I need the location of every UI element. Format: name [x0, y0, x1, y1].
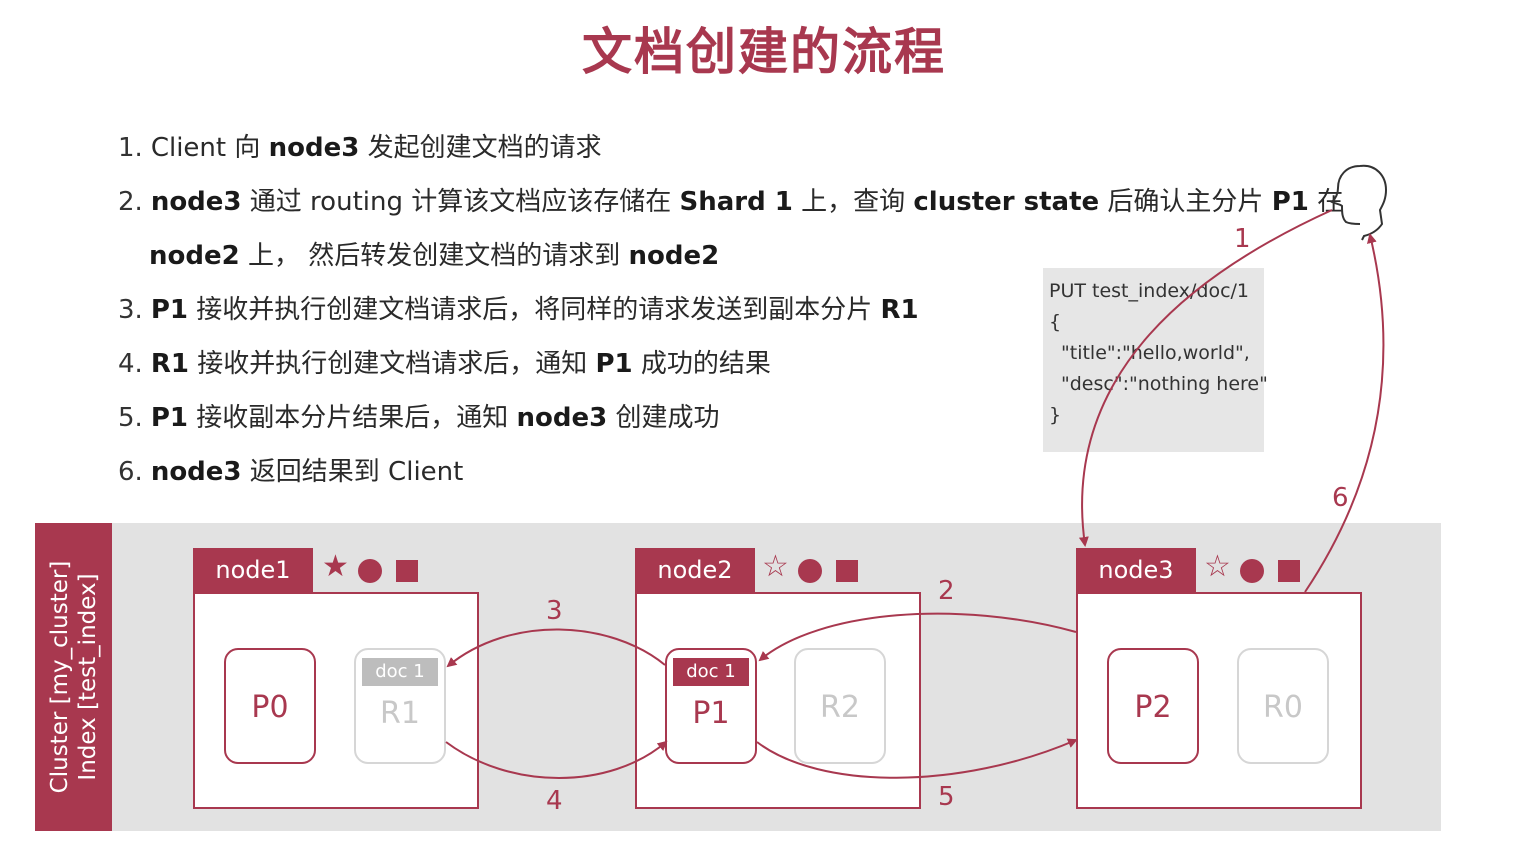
step-text: 发起创建文档的请求 — [359, 133, 602, 163]
node-tab-node3: node3 — [1076, 548, 1196, 592]
shard-R2: R2 — [794, 648, 886, 764]
square-icon — [1278, 560, 1300, 582]
shard-code: P1 — [692, 696, 730, 731]
shard-R1: doc 1 R1 — [354, 648, 446, 764]
flow-label-1: 1 — [1234, 224, 1251, 254]
step-keyword: node3 — [268, 133, 360, 163]
star-outline-icon: ☆ — [762, 549, 789, 584]
step-keyword: node3 — [150, 187, 242, 217]
step-number: 2. — [118, 187, 143, 217]
shard-code: R2 — [820, 690, 860, 725]
step-2: 2.node3 通过 routing 计算该文档应该存储在 Shard 1 上，… — [118, 182, 1343, 222]
step-number: 6. — [118, 457, 143, 487]
step-keyword: Shard 1 — [679, 187, 793, 217]
cluster-label: Cluster [my_cluster] Index [test_index] — [46, 537, 102, 817]
step-number: 4. — [118, 349, 143, 379]
shard-code: P0 — [251, 690, 289, 725]
step-text: Client 向 — [150, 133, 269, 163]
step-text: 创建成功 — [607, 403, 720, 433]
step-text: 接收并执行创建文档请求后，将同样的请求发送到副本分片 — [187, 295, 881, 325]
circle-icon — [1240, 559, 1264, 583]
request-line-3: "title":"hello,world", — [1061, 342, 1250, 364]
step-keyword: node2 — [628, 241, 720, 271]
step-keyword: P1 — [595, 349, 633, 379]
step-text: 成功的结果 — [632, 349, 771, 379]
shard-code: R0 — [1263, 690, 1303, 725]
flow-label-2: 2 — [938, 576, 955, 606]
request-line-4: "desc":"nothing here" — [1061, 373, 1268, 395]
step-text: 上，查询 — [792, 187, 914, 217]
shard-R0: R0 — [1237, 648, 1329, 764]
step-keyword: R1 — [880, 295, 919, 325]
step-keyword: node3 — [150, 457, 242, 487]
node-tab-node1: node1 — [193, 548, 313, 592]
step-number: 1. — [118, 133, 143, 163]
role-icons-node1: ★ — [322, 552, 422, 586]
step-6: 6.node3 返回结果到 Client — [118, 452, 463, 492]
step-text: 通过 routing 计算该文档应该存储在 — [241, 187, 680, 217]
cluster-name: Cluster [my_cluster] — [47, 560, 73, 794]
step-keyword: R1 — [150, 349, 189, 379]
step-keyword: node3 — [516, 403, 608, 433]
person-icon — [1330, 164, 1388, 241]
step-1: 1.Client 向 node3 发起创建文档的请求 — [118, 128, 602, 168]
star-outline-icon: ☆ — [1204, 549, 1231, 584]
step-number: 3. — [118, 295, 143, 325]
cluster-side-bar — [35, 523, 112, 831]
step-text: 后确认主分片 — [1099, 187, 1272, 217]
flow-label-4: 4 — [546, 786, 563, 816]
shard-code: R1 — [380, 696, 420, 731]
step-text: 返回结果到 Client — [241, 457, 464, 487]
flow-label-6: 6 — [1332, 483, 1349, 513]
square-icon — [396, 560, 418, 582]
shard-P1: doc 1 P1 — [665, 648, 757, 764]
role-icons-node3: ☆ — [1204, 552, 1304, 586]
step-keyword: P1 — [150, 295, 188, 325]
step-2-cont: node2 上， 然后转发创建文档的请求到 node2 — [149, 236, 719, 276]
step-5: 5.P1 接收副本分片结果后，通知 node3 创建成功 — [118, 398, 719, 438]
shard-P2: P2 — [1107, 648, 1199, 764]
flow-label-5: 5 — [938, 782, 955, 812]
index-name: Index [test_index] — [75, 573, 101, 781]
shard-P0: P0 — [224, 648, 316, 764]
step-text: 接收并执行创建文档请求后，通知 — [188, 349, 596, 379]
flow-label-3: 3 — [546, 596, 563, 626]
star-icon: ★ — [322, 549, 349, 584]
step-keyword: P1 — [150, 403, 188, 433]
step-keyword: P1 — [1271, 187, 1309, 217]
square-icon — [836, 560, 858, 582]
node-tab-node2: node2 — [635, 548, 755, 592]
doc-tag: doc 1 — [362, 658, 438, 686]
step-text: 接收副本分片结果后，通知 — [187, 403, 517, 433]
step-keyword: cluster state — [913, 187, 1100, 217]
role-icons-node2: ☆ — [762, 552, 862, 586]
step-number: 5. — [118, 403, 143, 433]
shard-code: P2 — [1134, 690, 1172, 725]
step-keyword: node2 — [149, 241, 240, 271]
request-line-2: { — [1049, 311, 1062, 333]
doc-tag: doc 1 — [673, 658, 749, 686]
step-3: 3.P1 接收并执行创建文档请求后，将同样的请求发送到副本分片 R1 — [118, 290, 919, 330]
request-box: PUT test_index/doc/1 { "title":"hello,wo… — [1043, 268, 1268, 452]
circle-icon — [798, 559, 822, 583]
page-title: 文档创建的流程 — [582, 23, 946, 81]
request-line-5: } — [1049, 404, 1062, 426]
request-line-1: PUT test_index/doc/1 — [1049, 280, 1250, 302]
step-text: 上， 然后转发创建文档的请求到 — [239, 241, 629, 271]
circle-icon — [358, 559, 382, 583]
step-4: 4.R1 接收并执行创建文档请求后，通知 P1 成功的结果 — [118, 344, 771, 384]
